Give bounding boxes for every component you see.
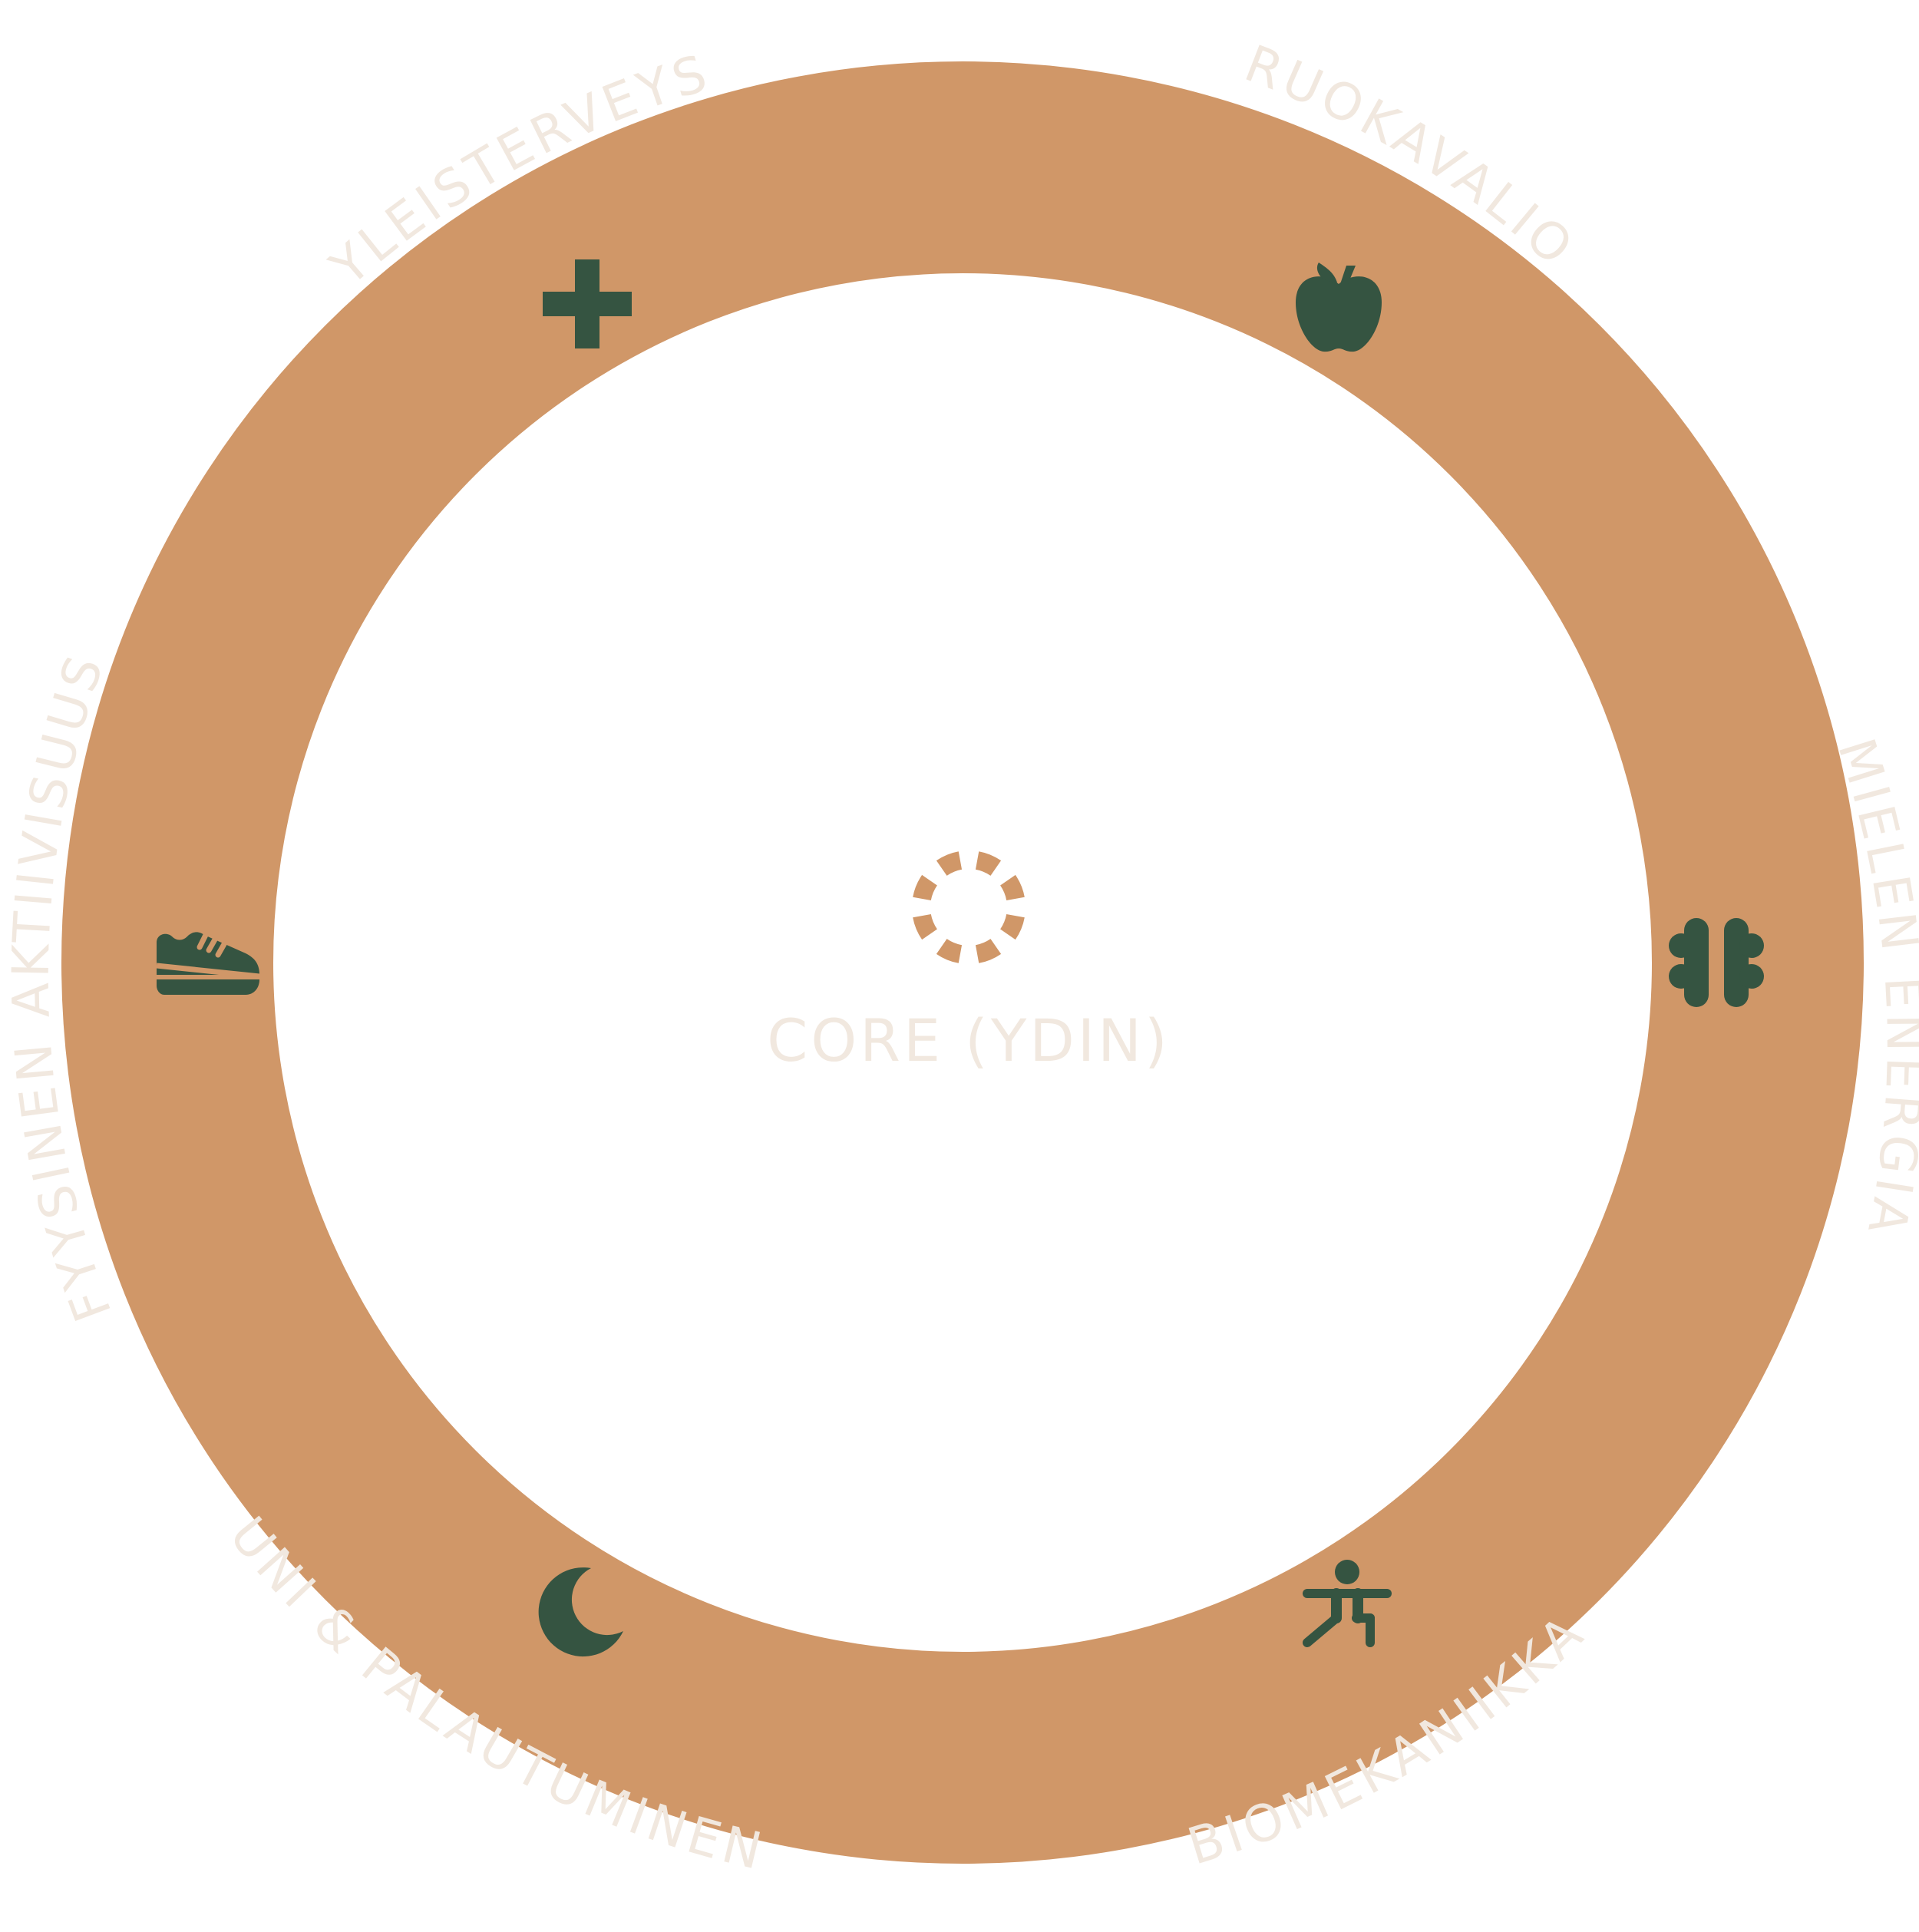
yoga-pose-icon — [1303, 1560, 1392, 1647]
core-label: CORE (YDIN) — [767, 1006, 1170, 1075]
spinner-segment — [999, 913, 1025, 940]
plus-cross-icon — [543, 259, 632, 348]
spinner-segment — [936, 938, 963, 963]
crescent-moon-icon — [538, 1567, 623, 1657]
spinner-segment — [936, 851, 963, 877]
spinner-segment — [913, 913, 938, 940]
outer-ring — [61, 61, 1864, 1864]
spinner-segment — [999, 874, 1025, 901]
spinner-segment — [975, 938, 1002, 963]
dashed-circle-spinner-icon — [913, 851, 1025, 963]
spinner-segment — [975, 851, 1002, 877]
apple-icon — [1296, 263, 1382, 352]
brain-icon — [1669, 918, 1764, 1007]
spinner-segment — [913, 874, 938, 901]
running-shoe-icon — [156, 932, 260, 995]
